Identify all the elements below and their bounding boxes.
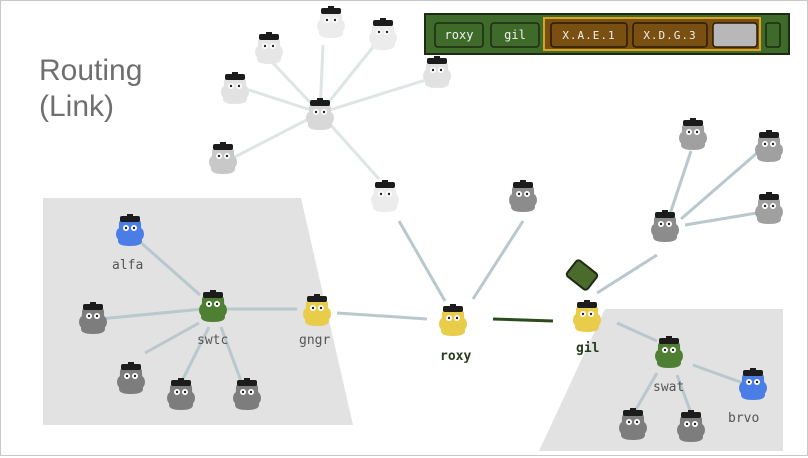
link-upper-roxy: [397, 220, 447, 302]
gopher-swat: [655, 336, 683, 368]
gopher-bottom2: [167, 378, 195, 410]
link-router-right: [684, 211, 758, 227]
network-links: [98, 150, 758, 414]
node-label-gil: gil: [576, 341, 599, 356]
node-label-alfa: alfa: [112, 258, 143, 273]
link-gil-swat: [616, 321, 658, 343]
gopher-faded-mid: [371, 180, 399, 212]
gopher-bottom1: [117, 362, 145, 394]
gopher-gray-upper-right: [509, 180, 537, 212]
gopher-faded-left: [209, 142, 237, 174]
node-label-brvo: brvo: [728, 411, 759, 426]
packet-in-transit: [565, 259, 599, 291]
title-line-routing: Routing: [39, 54, 143, 87]
gopher-alfa: [116, 214, 144, 246]
link-bottom3-swtc: [219, 326, 243, 382]
header-route-src: [550, 22, 628, 48]
right-subnet-region: [539, 309, 783, 451]
link-router-topright: [680, 151, 758, 221]
link-alfa-swtc: [129, 231, 201, 297]
header-trailer: [765, 22, 781, 48]
gopher-gray-far2: [755, 130, 783, 162]
header-payload-slot: [712, 22, 758, 48]
gopher-faded-top3: [255, 32, 283, 64]
link-gngr-roxy: [336, 311, 428, 321]
link-gil-router: [596, 253, 658, 295]
link-swat-bottom1: [633, 372, 659, 412]
node-label-gngr: gngr: [299, 333, 330, 348]
node-label-roxy: roxy: [440, 349, 471, 364]
gopher-roxy: [439, 304, 467, 336]
header-route-dst-label: X.D.G.3: [643, 29, 696, 42]
link-bottom1-swtc: [144, 321, 200, 355]
gopher-faded-top5: [221, 72, 249, 104]
gopher-gray-far3: [755, 192, 783, 224]
gopher-left-gray: [79, 302, 107, 334]
gopher-faded-top1: [317, 6, 345, 38]
gopher-brvo: [739, 368, 767, 400]
header-link-dst: [490, 22, 540, 48]
gopher-gray-far1: [679, 118, 707, 150]
header-link-dst-label: gil: [504, 28, 526, 42]
link-router-top: [667, 150, 693, 218]
gopher-bottom3: [233, 378, 261, 410]
header-link-src: [434, 22, 484, 48]
link-left-swtc: [98, 307, 204, 321]
link-roxy-right: [471, 220, 525, 300]
gopher-faded-top2: [369, 18, 397, 50]
gopher-faded-hub: [306, 98, 334, 130]
link-bottom2-swtc: [181, 326, 211, 380]
gopher-faded-top4: [423, 56, 451, 88]
header-link-src-label: roxy: [445, 28, 474, 42]
left-subnet-region: [43, 198, 353, 425]
link-swat-bottom2: [675, 374, 693, 414]
active-link-roxy-gil: [492, 317, 554, 323]
title-line-link: (Link): [39, 90, 115, 123]
gopher-gil: [573, 300, 601, 332]
slide-title: Routing (Link): [39, 53, 142, 125]
gopher-gngr: [303, 294, 331, 326]
gopher-bottom-right1: [619, 408, 647, 440]
gopher-bottom-right2: [677, 410, 705, 442]
header-route-dst: [632, 22, 708, 48]
link-swat-brvo: [692, 363, 744, 385]
node-label-swat: swat: [653, 380, 684, 395]
gopher-gray-router: [651, 210, 679, 242]
gopher-swtc: [199, 290, 227, 322]
header-route-src-label: X.A.E.1: [562, 29, 615, 42]
packet-header: roxy gil X.A.E.1 X.D.G.3: [424, 13, 790, 55]
node-label-swtc: swtc: [197, 333, 228, 348]
